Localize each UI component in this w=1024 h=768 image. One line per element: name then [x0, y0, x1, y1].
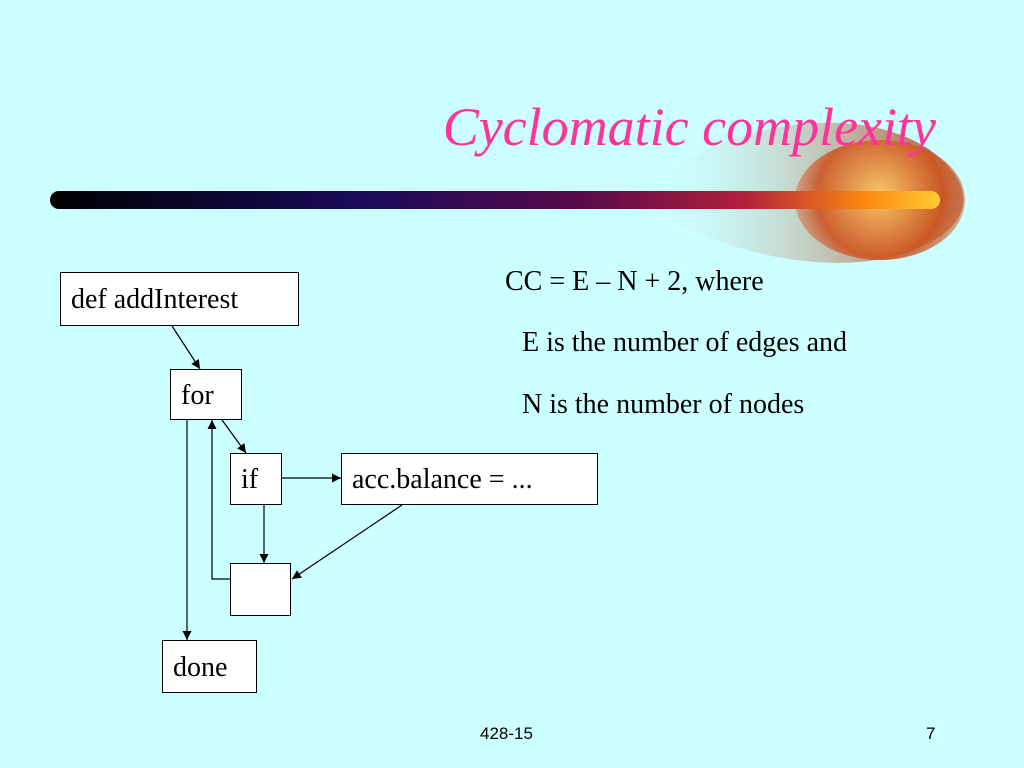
- footer-course-code: 428-15: [480, 724, 533, 743]
- edge-empty-to-for: [207, 420, 230, 580]
- node-done: done: [162, 640, 257, 693]
- formula-line-2: E is the number of edges and: [522, 327, 848, 358]
- formula-line-3: N is the number of nodes: [522, 389, 805, 420]
- formula-line-1: CC = E – N + 2, where: [505, 266, 764, 297]
- node-acc-balance: acc.balance = ...: [341, 453, 598, 505]
- edge-acc-to-empty: [291, 504, 403, 580]
- node-for: for: [170, 369, 242, 420]
- node-def-addinterest: def addInterest: [60, 272, 299, 326]
- edge-def-to-for: [171, 325, 201, 370]
- edge-for-to-if: [221, 419, 247, 454]
- footer-page-number: 7: [926, 724, 936, 743]
- slide-title: Cyclomatic complexity: [442, 97, 936, 157]
- node-empty: [230, 563, 291, 616]
- node-if: if: [230, 453, 282, 505]
